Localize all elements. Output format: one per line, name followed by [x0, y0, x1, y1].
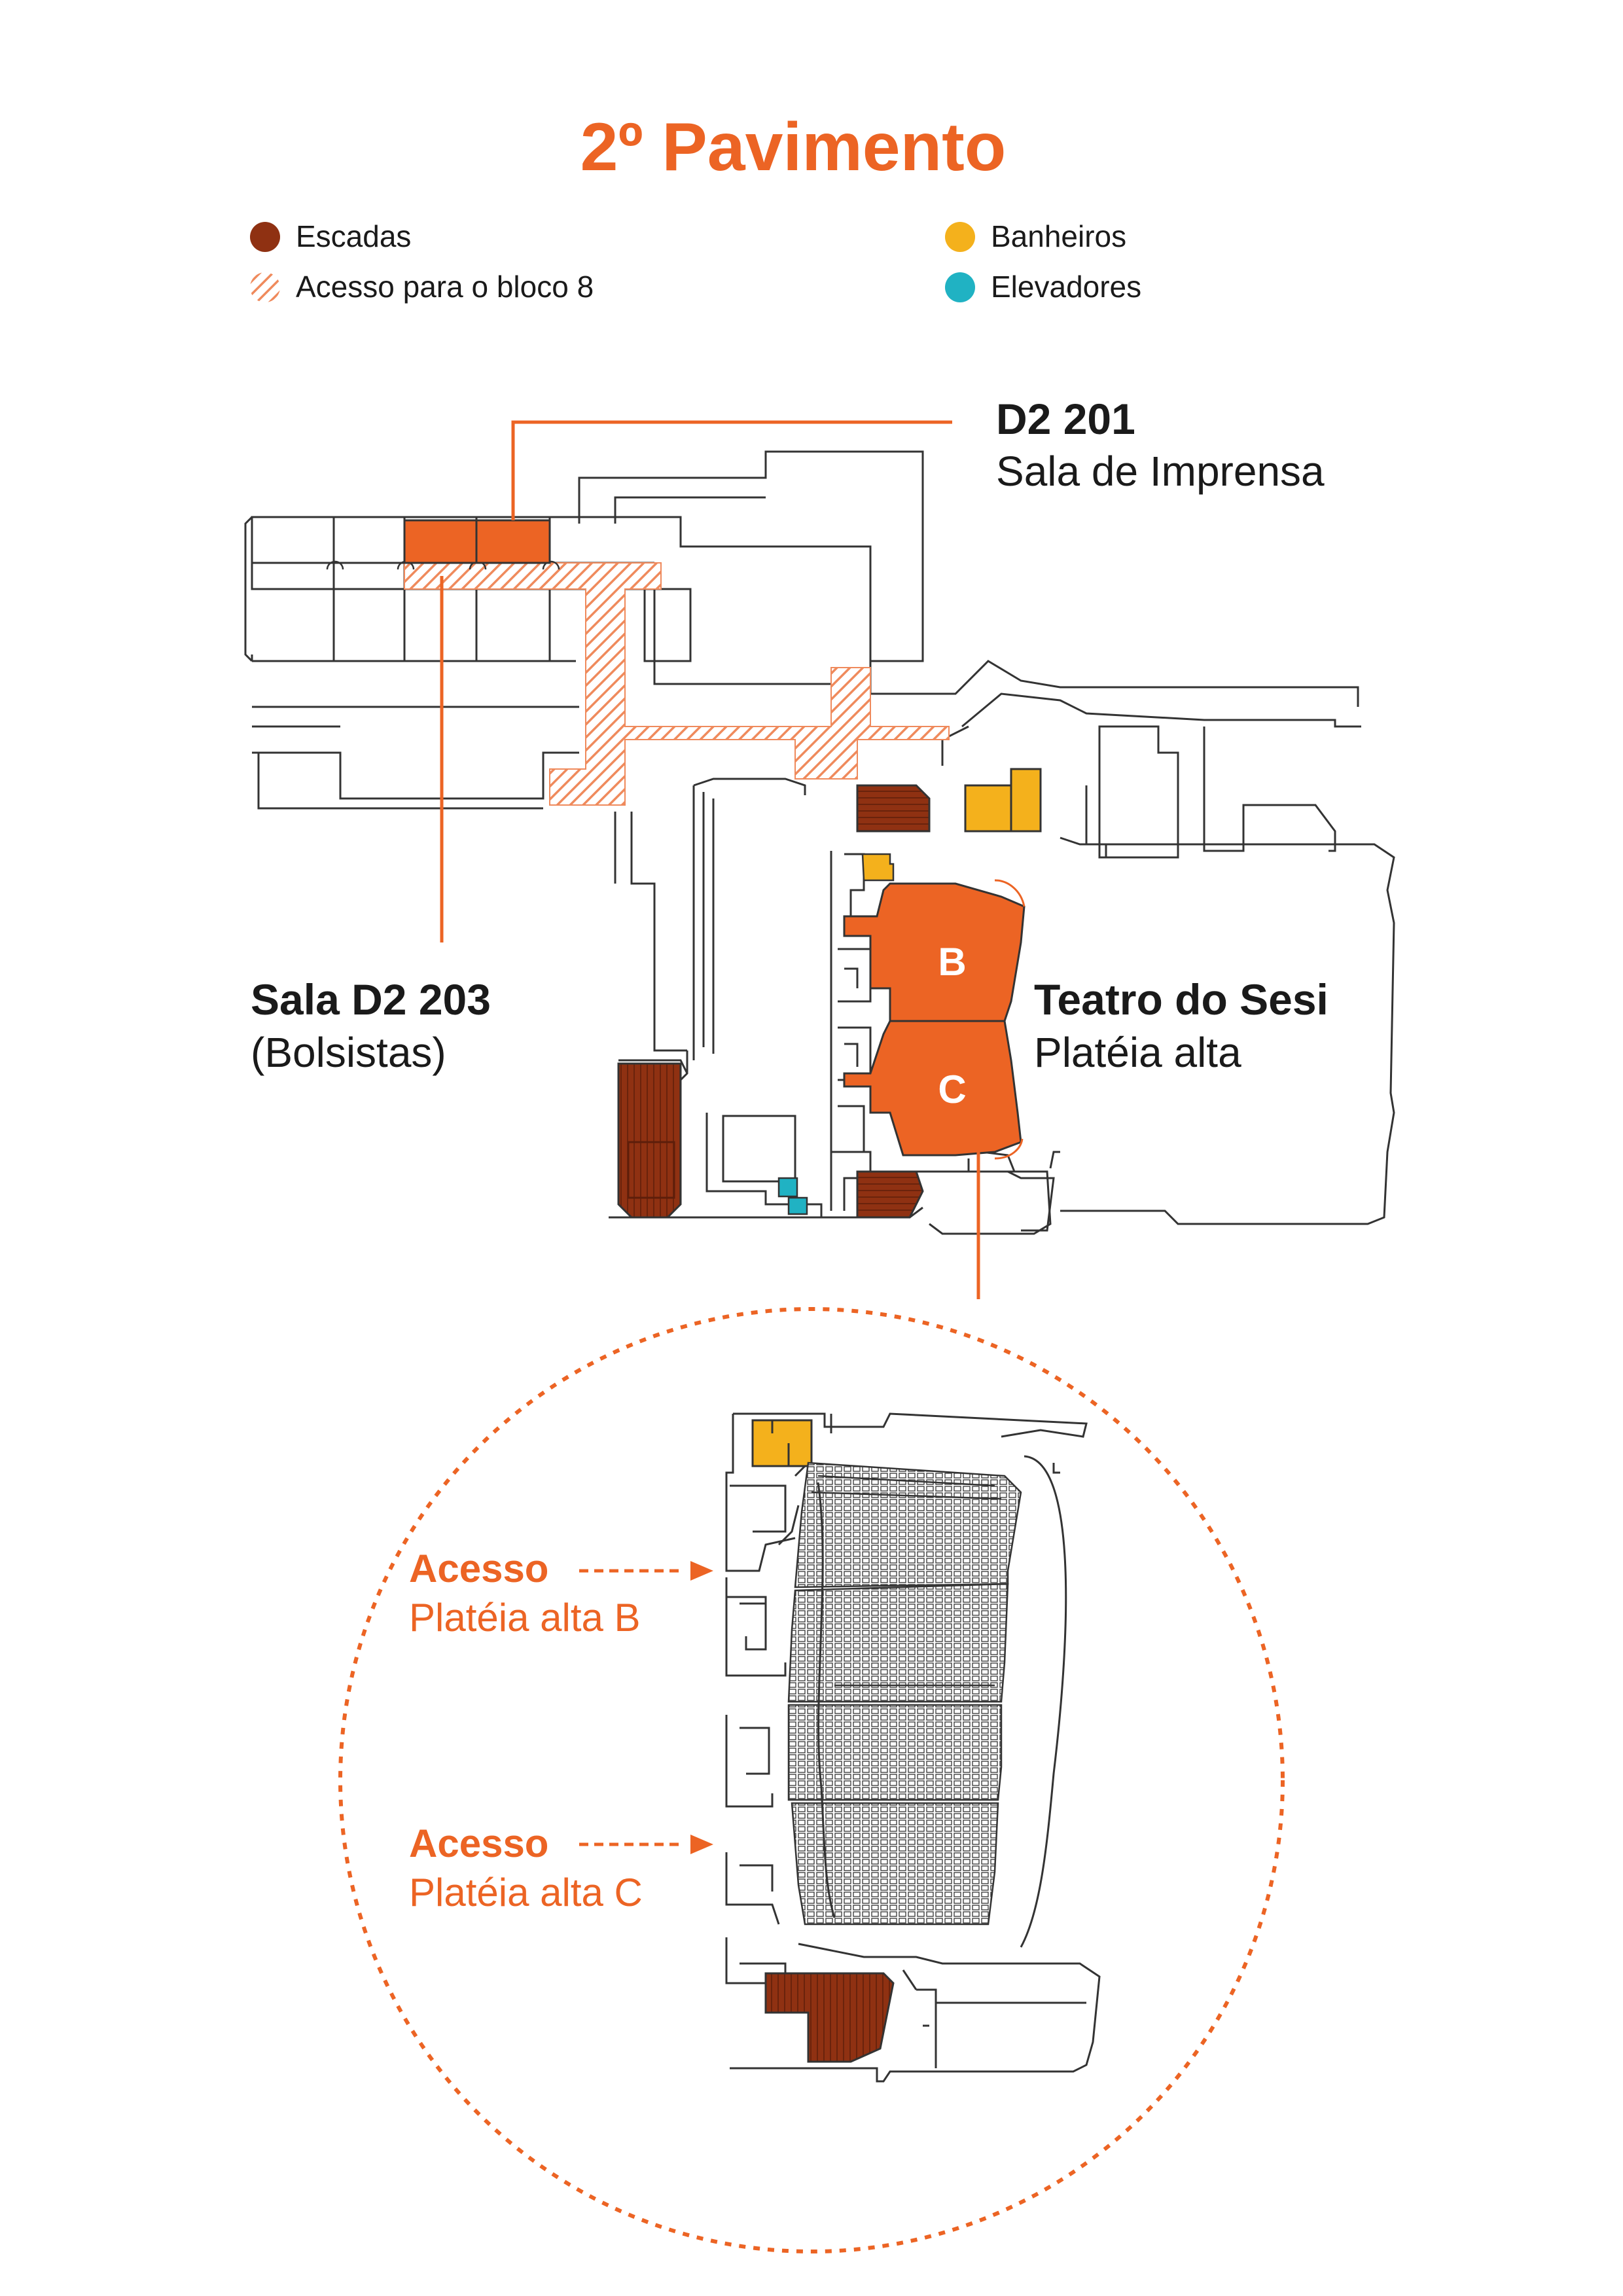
callout-d2-201: D2 201 Sala de Imprensa [511, 395, 1325, 520]
elevator [777, 1177, 808, 1215]
seating-aisles [817, 1482, 836, 1918]
theater-section-b[interactable]: B [843, 882, 1026, 1022]
room-code: Sala D2 203 [251, 975, 491, 1024]
page-title: 2º Pavimento [580, 109, 1007, 185]
stairs-swatch-icon [250, 222, 280, 252]
seating-rows [787, 1462, 1022, 1926]
callout-d2-203: Sala D2 203 (Bolsistas) [251, 576, 491, 1076]
theater-section-c[interactable]: C [843, 1020, 1022, 1157]
stairs-left [617, 1062, 682, 1219]
theater-sub: Platéia alta [1034, 1029, 1241, 1076]
bathroom-theater [861, 853, 895, 882]
stairs-bottom [856, 1170, 924, 1219]
legend-label: Acesso para o bloco 8 [296, 270, 594, 304]
access-corridor-bloco8 [404, 562, 950, 806]
section-c-label: C [938, 1067, 966, 1111]
legend-item-stairs: Escadas [250, 219, 411, 253]
arrow-right-icon [690, 1561, 713, 1581]
legend-item-elevators: Elevadores [945, 270, 1141, 304]
elevator-swatch-icon [945, 272, 975, 302]
room-d2-201[interactable] [403, 519, 551, 564]
room-name: Sala de Imprensa [996, 448, 1325, 495]
hatched-swatch-icon [250, 272, 280, 302]
legend-item-access: Acesso para o bloco 8 [250, 270, 594, 304]
access-label-c: Acesso Platéia alta C [409, 1821, 713, 1914]
legend-label: Elevadores [991, 270, 1141, 304]
stairs-top [856, 784, 931, 833]
detail-bathroom [751, 1419, 813, 1467]
legend-item-bathrooms: Banheiros [945, 219, 1126, 253]
bathroom-top [964, 768, 1042, 833]
access-label-b: Acesso Platéia alta B [409, 1547, 713, 1640]
room-name: (Bolsistas) [251, 1029, 446, 1076]
detail-circle [338, 1307, 1285, 2253]
access-title: Acesso [409, 1821, 548, 1865]
arrow-right-icon [690, 1835, 713, 1854]
legend: Escadas Acesso para o bloco 8 Banheiros … [250, 219, 1141, 304]
legend-label: Escadas [296, 219, 411, 253]
access-sub: Platéia alta B [409, 1596, 641, 1640]
access-title: Acesso [409, 1547, 548, 1590]
access-sub: Platéia alta C [409, 1871, 643, 1914]
bathroom-swatch-icon [945, 222, 975, 252]
theater-edge-detail [994, 879, 1026, 1160]
theater-name: Teatro do Sesi [1034, 975, 1329, 1024]
section-b-label: B [938, 940, 966, 984]
room-code: D2 201 [996, 395, 1135, 443]
detail-stairs [764, 1972, 895, 2063]
legend-label: Banheiros [991, 219, 1126, 253]
callout-theater: Teatro do Sesi Platéia alta [1034, 975, 1329, 1076]
